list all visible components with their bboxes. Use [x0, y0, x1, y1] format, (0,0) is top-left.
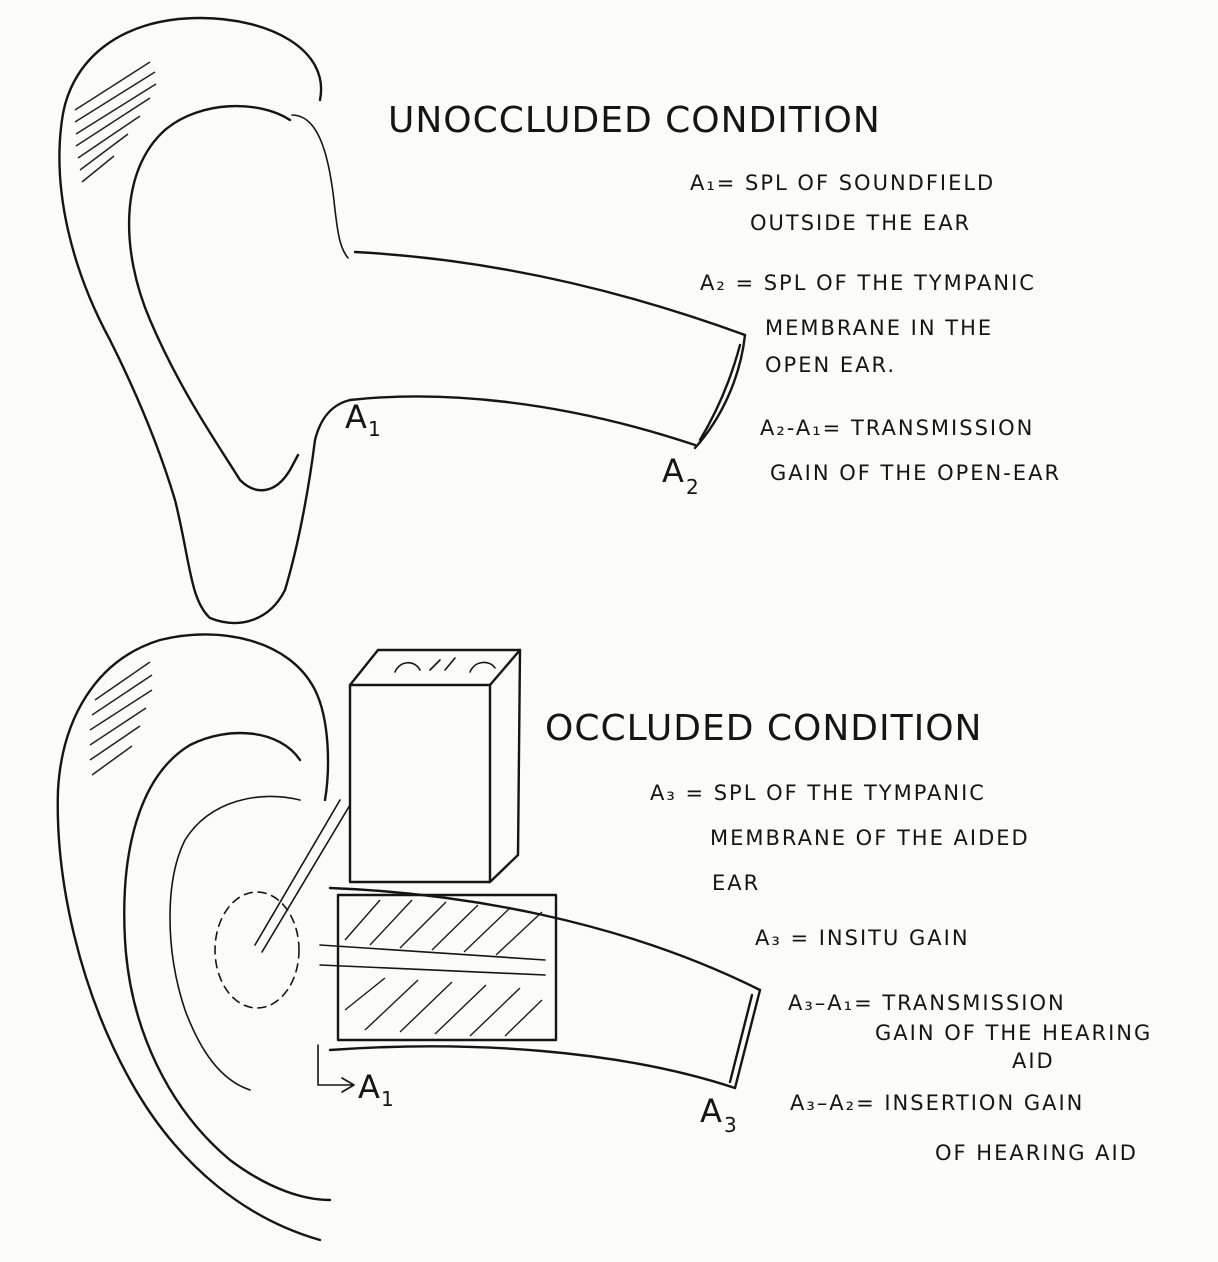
unoccluded-note-gain-line1: A₂-A₁= TRANSMISSION	[760, 416, 1034, 440]
occluded-note-a3-line3: EAR	[712, 871, 760, 895]
lower-canal-opening	[215, 892, 299, 1008]
svg-text:A: A	[700, 1092, 722, 1130]
upper-label-a2: A 2	[662, 452, 699, 499]
unoccluded-title: UNOCCLUDED CONDITION	[388, 100, 881, 141]
svg-text:A: A	[358, 1068, 380, 1106]
upper-canal-top	[355, 252, 745, 335]
occluded-note-insertion-line1: A₃–A₂= INSERTION GAIN	[790, 1091, 1084, 1115]
occluded-note-trans-line2: GAIN OF THE HEARING	[875, 1021, 1152, 1045]
lower-canal-end	[730, 990, 760, 1088]
occluded-note-a3-line2: MEMBRANE OF THE AIDED	[710, 826, 1030, 850]
hearing-aid-box	[350, 650, 520, 882]
svg-text:1: 1	[368, 417, 381, 441]
unoccluded-note-a1-line2: OUTSIDE THE EAR	[750, 211, 971, 235]
upper-concha-edge	[292, 115, 348, 258]
occluded-title: OCCLUDED CONDITION	[545, 708, 982, 749]
occluded-note-trans-line1: A₃–A₁= TRANSMISSION	[788, 991, 1066, 1015]
occluded-note-trans-line3: AID	[1012, 1049, 1055, 1073]
lower-canal-bottom	[330, 1046, 735, 1088]
upper-canal-end	[695, 335, 745, 448]
lower-label-a3: A 3	[700, 1092, 737, 1137]
occluded-note-a3-line1: A₃ = SPL OF THE TYMPANIC	[650, 781, 986, 805]
lower-label-a1: A 1	[358, 1068, 394, 1111]
occluded-note-insertion-line2: OF HEARING AID	[935, 1141, 1138, 1165]
occluded-note-insitu: A₃ = INSITU GAIN	[755, 926, 970, 950]
svg-text:1: 1	[381, 1087, 394, 1111]
upper-helix-inner	[129, 106, 298, 490]
upper-pinna-shading	[75, 62, 156, 182]
unoccluded-note-a1-line1: A₁= SPL OF SOUNDFIELD	[690, 171, 995, 195]
lower-antihelix	[170, 796, 300, 1090]
upper-label-a1: A 1	[345, 398, 381, 441]
upper-canal-bottom	[350, 396, 695, 445]
svg-text:3: 3	[724, 1113, 737, 1137]
svg-text:A: A	[345, 398, 367, 436]
hearing-aid-tube	[255, 800, 350, 952]
unoccluded-note-gain-line2: GAIN OF THE OPEN-EAR	[770, 461, 1061, 485]
unoccluded-note-a2-line2: MEMBRANE IN THE	[765, 316, 993, 340]
unoccluded-note-a2-line3: OPEN EAR.	[765, 353, 896, 377]
svg-text:A: A	[662, 452, 684, 490]
unoccluded-notes: A₁= SPL OF SOUNDFIELD OUTSIDE THE EAR A₂…	[690, 171, 1061, 485]
unoccluded-note-a2-line1: A₂ = SPL OF THE TYMPANIC	[700, 271, 1036, 295]
lower-helix-inner	[124, 733, 330, 1200]
svg-text:2: 2	[686, 475, 699, 499]
lower-a1-arrow	[318, 1045, 354, 1092]
